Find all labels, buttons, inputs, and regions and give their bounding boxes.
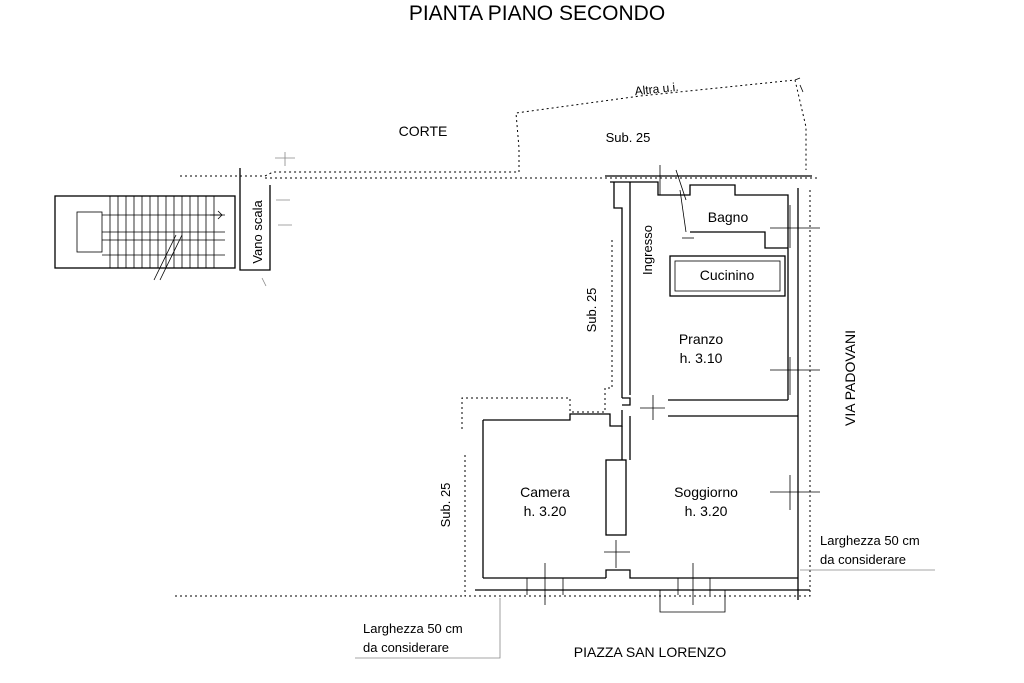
lower-block-walls: [475, 410, 820, 613]
room-camera-name: Camera: [520, 484, 570, 500]
room-camera-height: h. 3.20: [524, 503, 567, 519]
label-vano-scala: Vano scala: [250, 200, 265, 264]
label-sub25-low: Sub. 25: [438, 483, 453, 528]
note-left-line2: da considerare: [363, 640, 449, 655]
note-right-line2: da considerare: [820, 552, 906, 567]
room-bagno-name: Bagno: [708, 209, 749, 225]
label-sub25-top: Sub. 25: [606, 130, 651, 145]
room-cucinino-name: Cucinino: [700, 267, 755, 283]
note-right-line1: Larghezza 50 cm: [820, 533, 920, 548]
stair-treads: [102, 196, 225, 281]
court-boundary: [180, 77, 807, 177]
label-altra-ui: Altra u.i.: [634, 80, 679, 99]
label-sub25-mid: Sub. 25: [584, 288, 599, 333]
stair-core: [54, 152, 295, 287]
room-pranzo-height: h. 3.10: [680, 350, 723, 366]
note-left-leader: [355, 598, 501, 659]
room-soggiorno-height: h. 3.20: [685, 503, 728, 519]
label-ingresso: Ingresso: [640, 225, 655, 275]
label-corte: CORTE: [399, 123, 448, 139]
plan-title: PIANTA PIANO SECONDO: [409, 2, 665, 25]
room-soggiorno-name: Soggiorno: [674, 484, 738, 500]
sub25-dotted-lower: [464, 190, 811, 597]
room-pranzo-name: Pranzo: [679, 331, 724, 347]
sub25-dotted-upper: [461, 240, 613, 430]
note-left-line1: Larghezza 50 cm: [363, 621, 463, 636]
label-via-padovani: VIA PADOVANI: [842, 330, 858, 426]
label-piazza: PIAZZA SAN LORENZO: [574, 644, 727, 660]
upper-block-walls: [605, 165, 820, 600]
